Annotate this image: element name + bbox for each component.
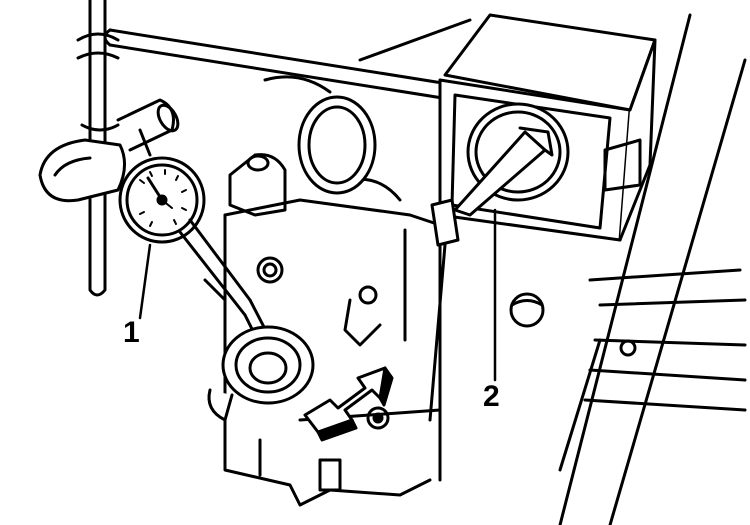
linkage [428,198,460,422]
callout-1-leader [138,243,152,320]
clamp-knob [38,98,180,203]
callout-label-2: 2 [483,380,500,413]
callout-label-1: 1 [123,316,140,349]
stand-post [76,0,120,297]
horizontal-rod [103,28,457,102]
adjust-arrow [303,366,394,442]
switch-box [438,13,657,382]
dial-indicator [118,156,252,317]
housing-block [207,75,442,507]
